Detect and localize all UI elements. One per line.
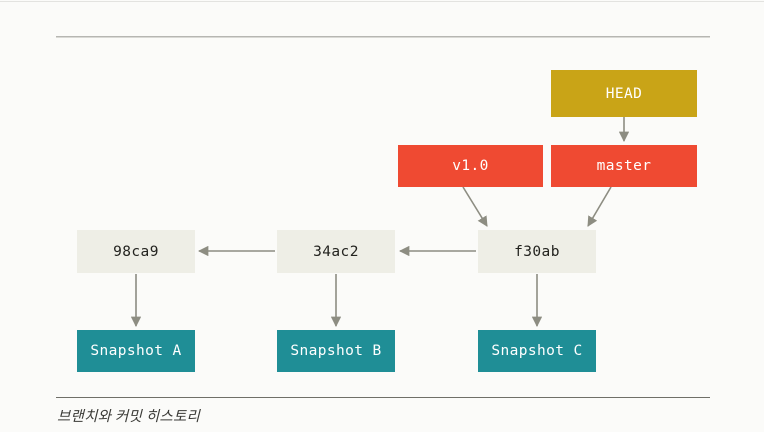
node-commit-98ca9-label: 98ca9 [113, 243, 159, 260]
node-commit-f30ab-label: f30ab [514, 243, 560, 260]
bottom-divider [56, 397, 710, 398]
arrow-v10-to-f30ab [462, 186, 488, 227]
arrow-master-to-f30ab [587, 186, 612, 227]
node-snapshot-c[interactable]: Snapshot C [478, 330, 596, 372]
node-snapshot-b-label: Snapshot B [290, 343, 382, 359]
node-branch-master-label: master [596, 158, 652, 174]
node-head-label: HEAD [605, 85, 643, 102]
node-commit-34ac2-label: 34ac2 [313, 243, 359, 260]
node-branch-v1-0[interactable]: v1.0 [398, 145, 543, 187]
node-snapshot-c-label: Snapshot C [491, 343, 583, 359]
node-commit-34ac2[interactable]: 34ac2 [277, 230, 395, 273]
node-branch-master[interactable]: master [551, 145, 697, 187]
node-branch-v1-0-label: v1.0 [452, 158, 489, 174]
top-faint-divider [0, 1, 764, 2]
node-snapshot-a-label: Snapshot A [90, 343, 182, 359]
node-head[interactable]: HEAD [551, 70, 697, 117]
top-divider [56, 36, 710, 37]
figure-caption: 브랜치와 커밋 히스토리 [57, 409, 201, 425]
node-commit-f30ab[interactable]: f30ab [478, 230, 596, 273]
node-commit-98ca9[interactable]: 98ca9 [77, 230, 195, 273]
node-snapshot-a[interactable]: Snapshot A [77, 330, 195, 372]
node-snapshot-b[interactable]: Snapshot B [277, 330, 395, 372]
